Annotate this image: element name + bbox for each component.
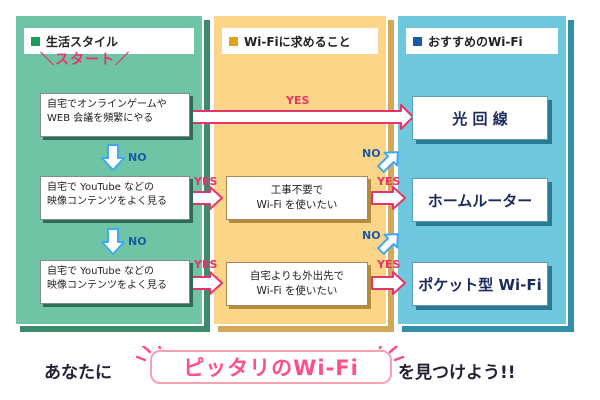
- column-header-label: 生活スタイル: [46, 34, 119, 49]
- question-line: 映像コンテンツをよく見る: [47, 280, 167, 291]
- yes-arrow-need1: [371, 186, 406, 210]
- yes-label-q1: YES: [286, 94, 310, 107]
- no-arrow-q1: [101, 144, 125, 171]
- yes-label-q3: YES: [194, 258, 218, 271]
- pink-burst-icon: [135, 346, 405, 362]
- no-label-q1: NO: [128, 151, 147, 164]
- question-box-3: 自宅で YouTube などの 映像コンテンツをよく見る: [40, 260, 190, 304]
- start-label: ＼スタート／: [40, 52, 130, 68]
- question-line: 自宅でオンラインゲームや: [47, 99, 167, 110]
- column-header-label: Wi-Fiに求めること: [244, 34, 351, 49]
- slogan-prefix: あなたに: [44, 363, 112, 383]
- need-box-1: 工事不要で Wi-Fi を使いたい: [226, 176, 368, 220]
- question-line: 自宅で YouTube などの: [47, 182, 155, 193]
- question-box-1: 自宅でオンラインゲームや WEB 会議を頻繁にやる: [40, 93, 190, 137]
- need-line: Wi-Fi を使いたい: [256, 199, 338, 211]
- question-line: 映像コンテンツをよく見る: [47, 196, 167, 207]
- slogan-suffix: を見つけよう!!: [398, 363, 516, 383]
- no-label-need1: NO: [362, 147, 381, 160]
- question-line: WEB 会議を頻繁にやる: [47, 113, 154, 124]
- no-label-need2: NO: [362, 229, 381, 242]
- yes-arrow-q2: [189, 186, 223, 210]
- yes-label-q2: YES: [194, 175, 218, 188]
- blue-square-icon: [413, 36, 422, 46]
- yes-label-need1: YES: [377, 175, 401, 188]
- need-line: 自宅よりも外出先で: [249, 270, 345, 282]
- no-label-q2: NO: [128, 235, 147, 248]
- slogan-highlight: ピッタリのWi-Fi: [150, 350, 392, 384]
- result-pocket-wifi: ポケット型 Wi-Fi: [412, 262, 548, 306]
- yes-arrow-q1: [187, 104, 414, 130]
- lifestyle-column-header: 生活スタイル: [24, 28, 194, 54]
- needs-column-header: Wi-Fiに求めること: [222, 28, 378, 54]
- need-box-2: 自宅よりも外出先で Wi-Fi を使いたい: [226, 262, 368, 306]
- no-arrow-need1: [377, 151, 399, 173]
- yes-arrow-q3: [189, 271, 223, 295]
- no-arrow-need2: [377, 233, 399, 255]
- question-box-2: 自宅で YouTube などの 映像コンテンツをよく見る: [40, 176, 190, 220]
- yes-arrow-need2: [371, 271, 406, 295]
- green-square-icon: [31, 36, 40, 46]
- result-fiber: 光 回 線: [412, 96, 548, 140]
- recommendation-column-header: おすすめのWi-Fi: [406, 28, 558, 54]
- result-home-router: ホームルーター: [412, 178, 548, 222]
- need-line: 工事不要で: [270, 184, 324, 196]
- yes-label-need2: YES: [377, 258, 401, 271]
- no-arrow-q2: [101, 228, 125, 255]
- need-line: Wi-Fi を使いたい: [256, 285, 338, 297]
- footer-slogan: あなたに ピッタリのWi-Fi を見つけよう!!: [0, 346, 600, 392]
- column-header-label: おすすめのWi-Fi: [428, 34, 523, 49]
- orange-square-icon: [229, 36, 238, 46]
- question-line: 自宅で YouTube などの: [47, 266, 155, 277]
